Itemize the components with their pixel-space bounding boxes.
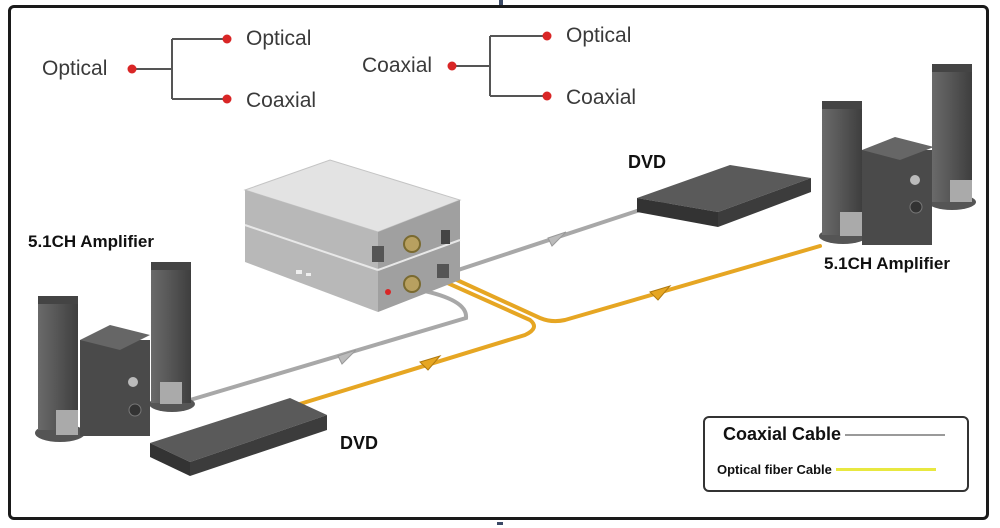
node-dot <box>222 34 232 44</box>
optical-line-swatch <box>835 468 936 471</box>
tree-optical-connectors <box>127 34 232 104</box>
cable-legend: Coaxial Cable Optical fiber Cable <box>703 416 969 492</box>
right-amplifier-label: 5.1CH Amplifier <box>824 254 950 273</box>
tree-coaxial-connectors <box>447 31 552 101</box>
node-dot <box>447 61 457 71</box>
bottom-dvd-label: DVD <box>340 433 379 453</box>
tree1-output-optical-label: Optical <box>246 27 312 50</box>
right-amplifier-speakers <box>819 64 976 245</box>
left-amplifier-label: 5.1CH Amplifier <box>28 232 154 251</box>
dvd-player-bottom <box>150 398 327 476</box>
legend-item-coaxial: Coaxial Cable <box>723 424 946 445</box>
top-edge-marker <box>499 0 503 6</box>
legend-item-optical: Optical fiber Cable <box>717 462 936 477</box>
coaxial-line-swatch <box>845 433 946 436</box>
left-amplifier-speakers <box>35 262 195 442</box>
node-dot <box>127 64 137 74</box>
dvd-player-top <box>637 165 811 227</box>
tree1-source-label: Optical <box>42 57 108 80</box>
tree2-source-label: Coaxial <box>362 54 433 77</box>
optical-cables <box>288 244 822 409</box>
node-dot <box>222 94 232 104</box>
legend-label-optical: Optical fiber Cable <box>717 462 832 477</box>
bottom-edge-marker <box>497 522 503 525</box>
legend-label-coaxial: Coaxial Cable <box>723 424 842 444</box>
tree1-output-coaxial-label: Coaxial <box>246 89 317 112</box>
tree2-output-optical-label: Optical <box>566 24 632 47</box>
node-dot <box>542 91 552 101</box>
top-dvd-label: DVD <box>628 152 667 172</box>
tree2-output-coaxial-label: Coaxial <box>566 86 637 109</box>
node-dot <box>542 31 552 41</box>
splitter-device <box>243 159 462 312</box>
